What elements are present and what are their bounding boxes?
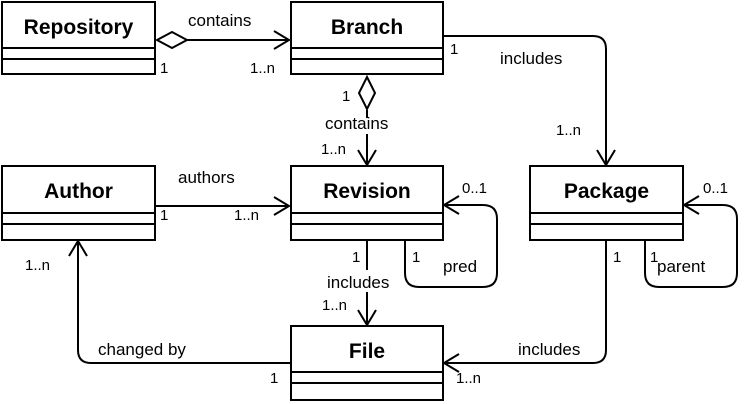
assoc-label: authors: [178, 168, 235, 187]
aggregation-diamond: [154, 30, 190, 50]
aggregation-diamond: [357, 74, 377, 112]
mult-source: 1: [160, 60, 168, 77]
mult-target: 1..n: [556, 122, 581, 139]
mult-source: 1: [650, 249, 658, 266]
mult-target: 0..1: [703, 180, 728, 197]
assoc-revision-file: includes 1 1..n: [322, 240, 389, 327]
arrowhead-icon: [68, 239, 88, 257]
assoc-branch-package: includes 1 1..n: [443, 35, 616, 167]
class-branch-name: Branch: [331, 16, 403, 39]
assoc-label: includes: [518, 340, 580, 359]
class-branch: Branch: [290, 1, 444, 75]
class-repository-name: Repository: [24, 16, 134, 39]
arrowhead-icon: [442, 353, 460, 373]
mult-target: 1..n: [456, 370, 481, 387]
arrowhead-icon: [357, 149, 377, 167]
assoc-label: changed by: [98, 340, 186, 359]
assoc-label: parent: [657, 257, 705, 276]
mult-target: 0..1: [462, 180, 487, 197]
mult-target: 1..n: [321, 141, 346, 158]
arrowhead-icon: [682, 195, 700, 215]
class-package-name: Package: [564, 180, 649, 203]
mult-source: 1: [352, 249, 360, 266]
class-author: Author: [1, 165, 156, 241]
mult-source: 1: [412, 249, 420, 266]
class-package: Package: [529, 165, 684, 241]
mult-source: 1: [270, 370, 278, 387]
mult-source: 1: [342, 88, 350, 105]
assoc-label: includes: [327, 273, 389, 292]
mult-source: 1: [613, 249, 621, 266]
assoc-author-revision: authors 1 1..n: [155, 168, 291, 224]
class-repository: Repository: [1, 1, 156, 75]
assoc-revision-self: pred 1 0..1: [404, 180, 498, 288]
mult-target: 1..n: [25, 257, 50, 274]
class-file-name: File: [349, 340, 385, 363]
mult-target: 1..n: [322, 297, 347, 314]
assoc-label: includes: [500, 49, 562, 68]
arrowhead-icon: [273, 30, 291, 50]
arrowhead-icon: [442, 195, 460, 215]
assoc-branch-revision: contains 1 1..n: [321, 74, 388, 167]
arrowhead-icon: [596, 149, 616, 167]
assoc-label: contains: [188, 11, 251, 30]
class-file: File: [290, 325, 444, 401]
class-revision-name: Revision: [323, 180, 411, 203]
mult-source: 1: [160, 207, 168, 224]
class-revision: Revision: [290, 165, 444, 241]
mult-target: 1..n: [234, 207, 259, 224]
class-author-name: Author: [44, 180, 113, 203]
assoc-package-self: parent 1 0..1: [644, 180, 738, 288]
assoc-repository-branch: contains 1 1..n: [154, 11, 291, 77]
assoc-label: pred: [443, 257, 477, 276]
assoc-package-file: includes 1 1..n: [442, 240, 621, 387]
arrowhead-icon: [357, 309, 377, 327]
assoc-file-author: changed by 1 1..n: [25, 239, 291, 387]
mult-source: 1: [450, 41, 458, 58]
mult-target: 1..n: [250, 60, 275, 77]
arrowhead-icon: [273, 196, 291, 216]
assoc-label: contains: [325, 114, 388, 133]
